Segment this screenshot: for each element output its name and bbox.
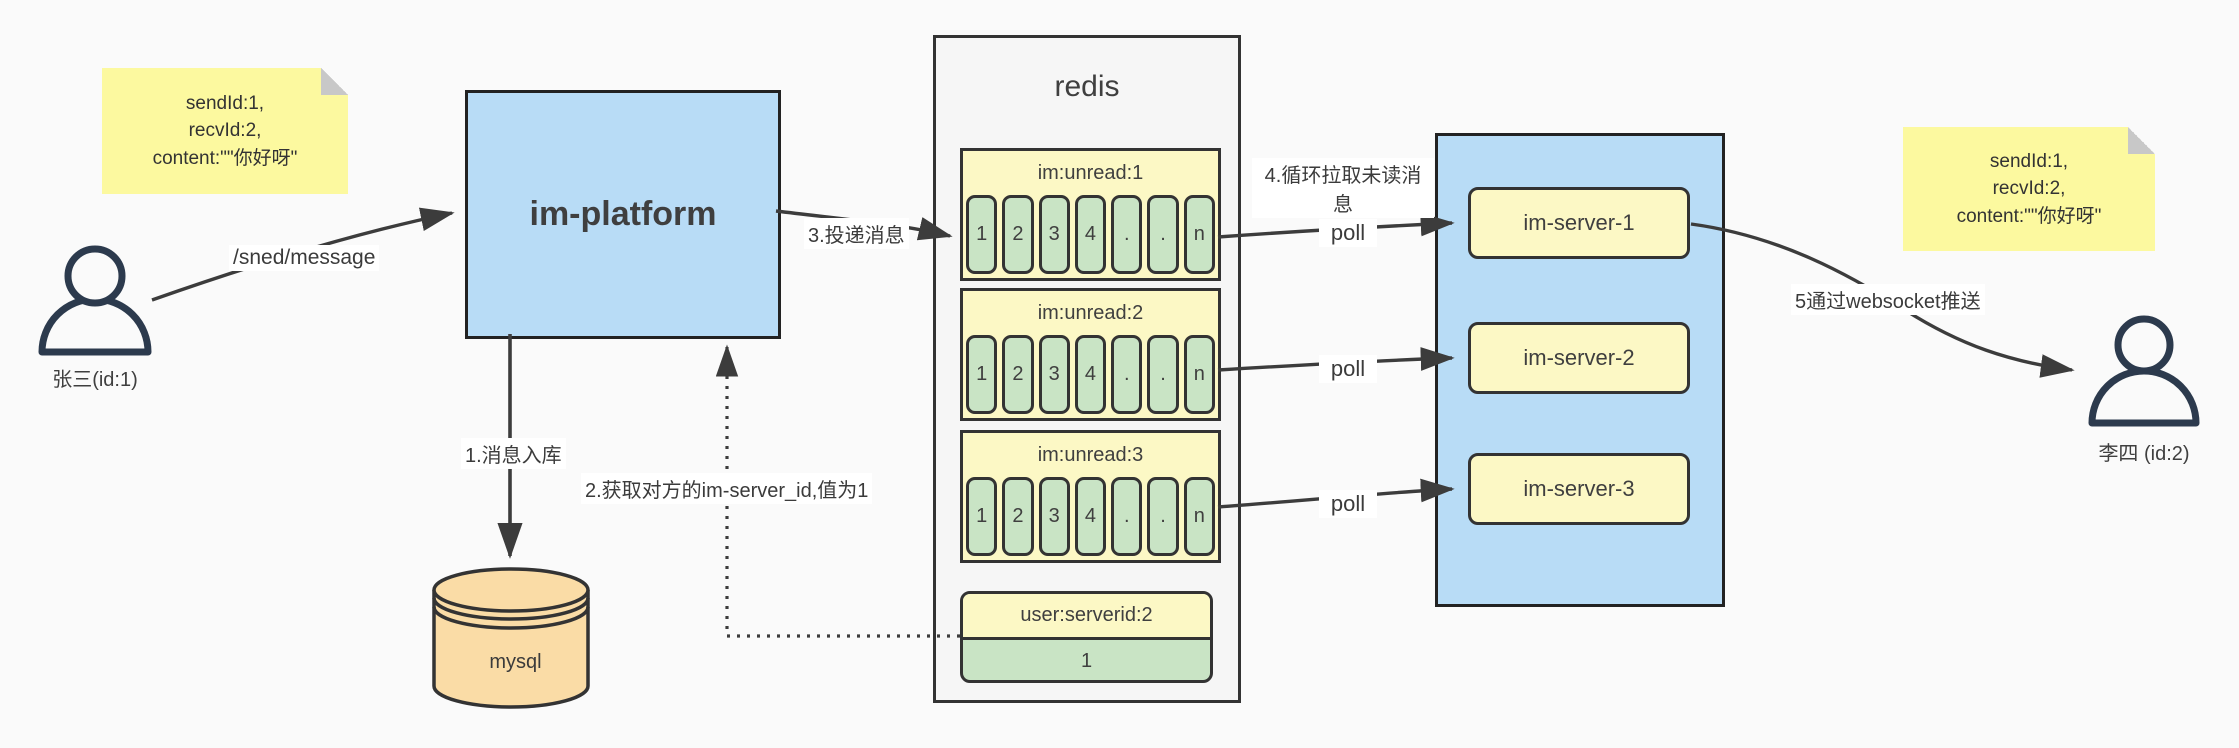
- note-fold-icon: [321, 68, 348, 95]
- im-server-1-box: im-server-1: [1468, 187, 1690, 259]
- queue-cell: .: [1111, 335, 1143, 414]
- im-server-3-box: im-server-3: [1468, 453, 1690, 525]
- queue-cell: 2: [1002, 477, 1034, 556]
- queue-cell: n: [1183, 195, 1215, 274]
- queue-cell: 2: [1002, 335, 1034, 414]
- redis-user-serverid-box: user:serverid:2 1: [960, 591, 1213, 683]
- im-server-1-label: im-server-1: [1523, 210, 1635, 235]
- sticky-note-request: sendId:1, recvId:2, content:""你好呀": [102, 68, 348, 194]
- sticky-note-push: sendId:1, recvId:2, content:""你好呀": [1903, 127, 2155, 251]
- queue-cell: 1: [966, 335, 998, 414]
- queue-cell: 2: [1002, 195, 1034, 274]
- queue-header: im:unread:3: [1037, 444, 1144, 466]
- edge-label-pull: 4.循环拉取未读消息: [1252, 158, 1434, 218]
- queue-cells: 1 2 3 4 . . n: [966, 335, 1215, 414]
- redis-title: redis: [1054, 70, 1120, 103]
- note-fold-icon: [2128, 127, 2155, 154]
- redis-queue-unread-1: im:unread:1 1 2 3 4 . . n: [960, 148, 1221, 281]
- person-icon-sender: [38, 245, 152, 356]
- queue-cell: 1: [966, 195, 998, 274]
- queue-cell: 4: [1074, 335, 1107, 414]
- mysql-label: mysql: [489, 651, 542, 673]
- im-server-3-label: im-server-3: [1523, 476, 1635, 501]
- edge-label-poll-2: poll: [1319, 355, 1377, 383]
- edge-label-poll-1: poll: [1319, 219, 1377, 247]
- queue-cells: 1 2 3 4 . . n: [966, 195, 1215, 274]
- queue-cell: .: [1147, 195, 1179, 274]
- mapping-header: user:serverid:2: [963, 594, 1210, 640]
- queue-cell: .: [1111, 195, 1143, 274]
- queue-cell: 4: [1074, 477, 1107, 556]
- edge-label-send: /sned/message: [229, 245, 380, 271]
- redis-queue-unread-2: im:unread:2 1 2 3 4 . . n: [960, 288, 1221, 421]
- queue-cell: n: [1183, 477, 1215, 556]
- queue-header: im:unread:1: [1037, 162, 1144, 184]
- redis-container: redis im:unread:1 1 2 3 4 . . n im:unrea…: [933, 35, 1241, 703]
- edge-label-push: 5通过websocket推送: [1791, 284, 1985, 315]
- mapping-value: 1: [1080, 650, 1093, 672]
- queue-cell: 3: [1038, 195, 1070, 274]
- edge-label-deliver: 3.投递消息: [804, 218, 909, 249]
- person-icon-receiver: [2088, 315, 2200, 427]
- queue-cell: 3: [1038, 335, 1070, 414]
- im-platform-box: im-platform: [465, 90, 781, 339]
- queue-cell: .: [1111, 477, 1143, 556]
- queue-header: im:unread:2: [1037, 302, 1144, 324]
- im-platform-label: im-platform: [529, 195, 717, 233]
- queue-cell: n: [1183, 335, 1215, 414]
- queue-cell: .: [1147, 477, 1179, 556]
- queue-cell: .: [1147, 335, 1179, 414]
- queue-cell: 1: [966, 477, 998, 556]
- edge-label-store: 1.消息入库: [461, 438, 566, 469]
- sticky-note-text: sendId:1, recvId:2, content:""你好呀": [1956, 150, 2102, 227]
- sticky-note-text: sendId:1, recvId:2, content:""你好呀": [152, 92, 298, 169]
- im-server-2-label: im-server-2: [1523, 345, 1635, 370]
- sender-label: 张三(id:1): [52, 369, 138, 391]
- im-server-cluster: im-server-1 im-server-2 im-server-3: [1435, 133, 1725, 607]
- database-icon: [432, 567, 590, 709]
- queue-cells: 1 2 3 4 . . n: [966, 477, 1215, 556]
- receiver-label: 李四 (id:2): [2098, 443, 2190, 465]
- edge-label-fetch: 2.获取对方的im-server_id,值为1: [581, 473, 873, 504]
- queue-cell: 3: [1038, 477, 1070, 556]
- im-server-2-box: im-server-2: [1468, 322, 1690, 394]
- queue-cell: 4: [1074, 195, 1107, 274]
- edge-label-poll-3: poll: [1319, 490, 1377, 518]
- redis-queue-unread-3: im:unread:3 1 2 3 4 . . n: [960, 430, 1221, 563]
